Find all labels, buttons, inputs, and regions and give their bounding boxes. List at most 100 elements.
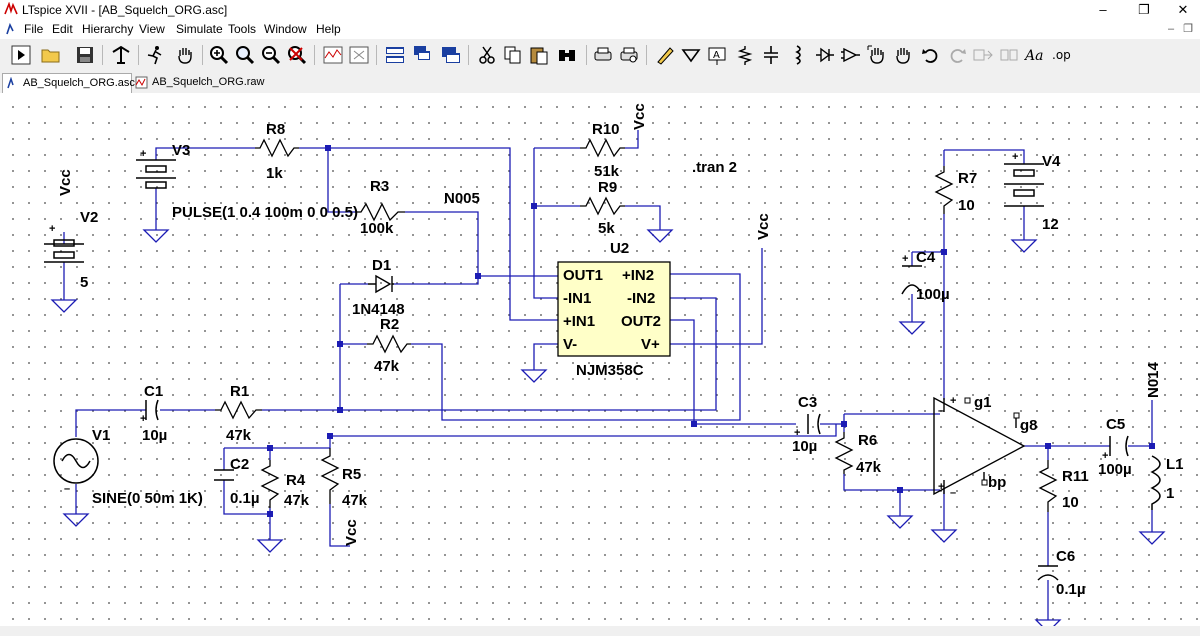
- r1-name: R1: [230, 383, 249, 400]
- find-icon[interactable]: [556, 44, 578, 66]
- capacitors: [145, 265, 1129, 581]
- c2-symbol: [214, 469, 234, 481]
- v4-value: 12: [1042, 216, 1059, 233]
- spice-directive-icon[interactable]: .op: [1052, 44, 1074, 66]
- zoom-cancel-icon[interactable]: [286, 44, 308, 66]
- c1-name: C1: [144, 383, 163, 400]
- menu-file[interactable]: File: [24, 22, 44, 36]
- menu-edit[interactable]: Edit: [52, 22, 73, 36]
- r3-value: 100k: [360, 220, 394, 237]
- tab-waveform[interactable]: AB_Squelch_ORG.raw: [132, 73, 265, 92]
- mdi-restore-button[interactable]: ❐: [1183, 23, 1193, 35]
- v3-value: PULSE(1 0.4 100m 0 0 0.5): [172, 204, 358, 221]
- c3-value: 10µ: [792, 438, 817, 455]
- print-preview-icon[interactable]: [618, 44, 640, 66]
- cascade-icon[interactable]: [412, 44, 434, 66]
- cut-icon[interactable]: [476, 44, 498, 66]
- svg-text:+: +: [1012, 151, 1018, 163]
- menu-window[interactable]: Window: [264, 22, 307, 36]
- run-icon[interactable]: [10, 44, 32, 66]
- r5-name: R5: [342, 466, 361, 483]
- mirror-icon[interactable]: [998, 44, 1020, 66]
- inductor-icon[interactable]: [786, 44, 808, 66]
- tab-label: AB_Squelch_ORG.raw: [152, 76, 265, 88]
- v2-symbol: [44, 239, 84, 263]
- capacitor-icon[interactable]: [760, 44, 782, 66]
- draw-wire-icon[interactable]: [654, 44, 676, 66]
- copy-icon[interactable]: [502, 44, 524, 66]
- svg-text:A: A: [713, 50, 720, 61]
- c5-symbol: [1109, 435, 1129, 457]
- pan-hand-icon[interactable]: [174, 44, 196, 66]
- drag-icon[interactable]: [892, 44, 914, 66]
- zoom-in-icon[interactable]: [208, 44, 230, 66]
- restore-button[interactable]: ❐: [1138, 2, 1150, 17]
- net-n005: N005: [444, 190, 480, 207]
- u2-pin-out2: OUT2: [621, 313, 661, 330]
- svg-text:–: –: [64, 483, 70, 495]
- autorange-icon[interactable]: [322, 44, 344, 66]
- mdi-minimize-button[interactable]: –: [1167, 23, 1175, 35]
- rotate-icon[interactable]: [972, 44, 994, 66]
- u2-pin-out1: OUT1: [563, 267, 603, 284]
- svg-text:+: +: [794, 427, 800, 439]
- menu-help[interactable]: Help: [316, 22, 341, 36]
- l1-name: L1: [1166, 456, 1184, 473]
- u2-pin-in2p: +IN2: [622, 267, 654, 284]
- u2-pin-vplus: V+: [641, 336, 660, 353]
- c4-value: 100µ: [916, 286, 950, 303]
- c2-value: 0.1µ: [230, 490, 260, 507]
- minimize-button[interactable]: –: [1099, 2, 1107, 17]
- halt-icon[interactable]: [144, 44, 166, 66]
- save-icon[interactable]: [74, 44, 96, 66]
- fit-window-icon[interactable]: [348, 44, 370, 66]
- move-icon[interactable]: [866, 44, 888, 66]
- r1-value: 47k: [226, 427, 252, 444]
- paste-icon[interactable]: [528, 44, 550, 66]
- label-net-icon[interactable]: A: [706, 44, 728, 66]
- r10-name: R10: [592, 121, 620, 138]
- net-bp: bp: [988, 474, 1006, 491]
- control-panel-icon[interactable]: [110, 44, 132, 66]
- redo-icon[interactable]: [946, 44, 968, 66]
- r6-name: R6: [858, 432, 877, 449]
- wires: [63, 130, 1153, 620]
- tab-schematic[interactable]: AB_Squelch_ORG.asc: [2, 73, 135, 93]
- r8-symbol: [255, 138, 299, 158]
- c6-value: 0.1µ: [1056, 581, 1086, 598]
- tile-horizontal-icon[interactable]: [384, 44, 406, 66]
- schematic-canvas[interactable]: + + + + + + + – – + + – R8 1k V3 PULSE(1…: [0, 93, 1200, 626]
- menu-simulate[interactable]: Simulate: [176, 22, 223, 36]
- close-all-icon[interactable]: [440, 44, 462, 66]
- c4-name: C4: [916, 249, 936, 266]
- svg-text:+: +: [902, 253, 908, 265]
- v2-name: V2: [80, 209, 98, 226]
- opamp-symbol: [933, 396, 1026, 496]
- zoom-fit-icon[interactable]: [234, 44, 256, 66]
- schematic-drawing[interactable]: + + + + + + + – – + + – R8 1k V3 PULSE(1…: [0, 93, 1200, 626]
- undo-icon[interactable]: [920, 44, 942, 66]
- diode-icon[interactable]: [814, 44, 836, 66]
- print-icon[interactable]: [592, 44, 614, 66]
- c2-name: C2: [230, 456, 249, 473]
- open-folder-icon[interactable]: [40, 44, 62, 66]
- u2-value: NJM358C: [576, 362, 644, 379]
- svg-text:–: –: [950, 487, 956, 499]
- menu-view[interactable]: View: [139, 22, 165, 36]
- net-g8: g8: [1020, 417, 1038, 434]
- d1-name: D1: [372, 257, 391, 274]
- schematic-icon: [7, 77, 14, 89]
- menu-hierarchy[interactable]: Hierarchy: [82, 22, 134, 36]
- resistor-icon[interactable]: [734, 44, 756, 66]
- spice-directive[interactable]: .tran 2: [692, 159, 737, 176]
- r5-value: 47k: [342, 492, 368, 509]
- text-icon[interactable]: Aa: [1023, 44, 1046, 66]
- menu-tools[interactable]: Tools: [228, 22, 257, 36]
- document-icon[interactable]: [4, 22, 18, 36]
- u2-pin-in1n: -IN1: [563, 290, 591, 307]
- waveform-icon: [135, 76, 148, 89]
- component-icon[interactable]: [840, 44, 862, 66]
- zoom-out-icon[interactable]: [260, 44, 282, 66]
- ground-icon[interactable]: [680, 44, 702, 66]
- close-button[interactable]: ✕: [1177, 2, 1189, 17]
